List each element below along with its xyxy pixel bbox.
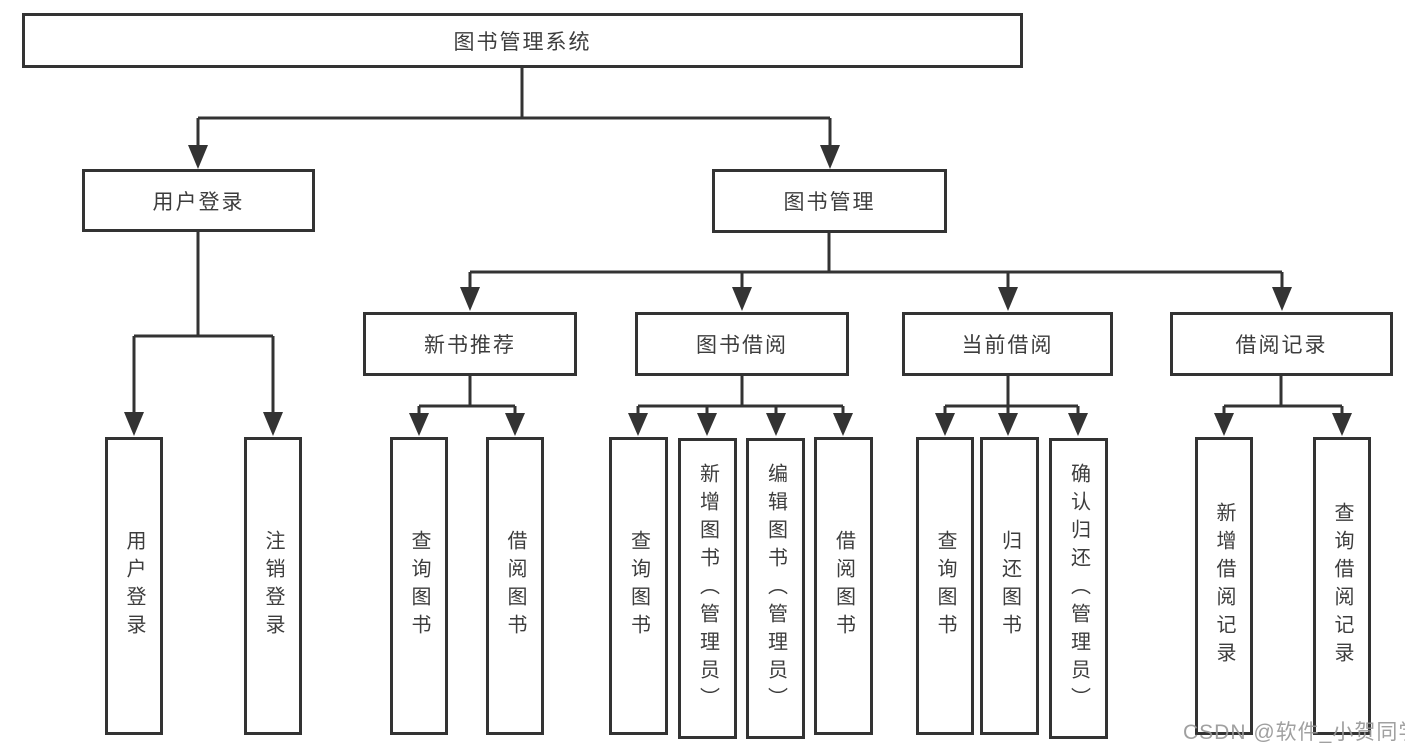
node-user-login: 用户登录: [82, 169, 315, 232]
node-leaf-query-books-current: 查询图书: [916, 437, 974, 735]
node-leaf-query-books-borrow: 查询图书: [609, 437, 668, 735]
node-leaf-borrow-books-recommend: 借阅图书: [486, 437, 544, 735]
node-new-book-recommend: 新书推荐: [363, 312, 577, 376]
node-leaf-borrow-books: 借阅图书: [814, 437, 873, 735]
node-leaf-add-borrow-record: 新增借阅记录: [1195, 437, 1253, 735]
node-book-borrow: 图书借阅: [635, 312, 849, 376]
node-leaf-user-login: 用户登录: [105, 437, 163, 735]
node-leaf-confirm-return-admin: 确认归还（管理员）: [1049, 438, 1108, 739]
csdn-watermark: CSDN @软件_小贺同学: [1183, 721, 1405, 744]
node-leaf-add-books-admin: 新增图书（管理员）: [678, 438, 737, 739]
node-root-library-system: 图书管理系统: [22, 13, 1023, 68]
node-leaf-query-borrow-record: 查询借阅记录: [1313, 437, 1371, 735]
node-leaf-query-books-recommend: 查询图书: [390, 437, 448, 735]
node-leaf-logout: 注销登录: [244, 437, 302, 735]
node-current-borrow: 当前借阅: [902, 312, 1113, 376]
node-leaf-edit-books-admin: 编辑图书（管理员）: [746, 438, 805, 739]
node-leaf-return-books: 归还图书: [980, 437, 1039, 735]
node-borrow-records: 借阅记录: [1170, 312, 1393, 376]
node-book-management: 图书管理: [712, 169, 947, 233]
